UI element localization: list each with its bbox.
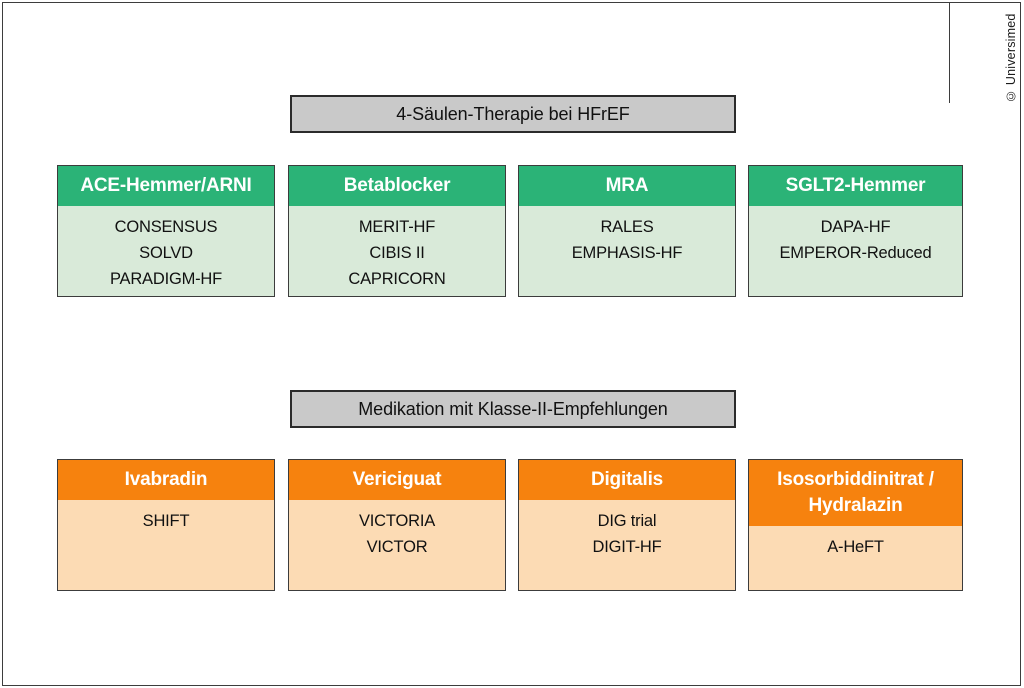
trial-name: RALES — [600, 218, 654, 236]
trial-name: CAPRICORN — [348, 270, 446, 288]
therapy-card-sglt2: SGLT2-Hemmer DAPA-HF EMPEROR-Reduced — [748, 165, 963, 297]
trial-name: DIG trial — [597, 512, 657, 530]
card-header: Vericiguat — [289, 460, 505, 500]
card-body: A-HeFT — [749, 526, 962, 590]
card-body: DAPA-HF EMPEROR-Reduced — [749, 206, 962, 296]
therapy-card-isdn-hydralazin: Isosorbiddinitrat / Hydralazin A-HeFT — [748, 459, 963, 591]
copyright-label: © Universimed — [1004, 13, 1018, 103]
trial-name: EMPHASIS-HF — [571, 244, 683, 262]
card-header: Digitalis — [519, 460, 735, 500]
card-header: Isosorbiddinitrat / Hydralazin — [749, 460, 962, 526]
trial-name: SHIFT — [142, 512, 190, 530]
therapy-card-digitalis: Digitalis DIG trial DIGIT-HF — [518, 459, 736, 591]
class2-row: Ivabradin SHIFT Vericiguat VICTORIA VICT… — [57, 459, 967, 591]
trial-name: VICTOR — [366, 538, 428, 556]
card-header: ACE-Hemmer/ARNI — [58, 166, 274, 206]
pillar-row: ACE-Hemmer/ARNI CONSENSUS SOLVD PARADIGM… — [57, 165, 967, 297]
card-body: DIG trial DIGIT-HF — [519, 500, 735, 590]
card-body: VICTORIA VICTOR — [289, 500, 505, 590]
trial-name: A-HeFT — [827, 538, 884, 556]
trial-name: DAPA-HF — [820, 218, 891, 236]
trial-name: VICTORIA — [358, 512, 436, 530]
trial-name: PARADIGM-HF — [109, 270, 223, 288]
copyright-separator-line — [949, 3, 950, 103]
section-title-class2: Medikation mit Klasse-II-Empfehlungen — [290, 390, 736, 428]
trial-name: DIGIT-HF — [592, 538, 662, 556]
therapy-card-ace-arni: ACE-Hemmer/ARNI CONSENSUS SOLVD PARADIGM… — [57, 165, 275, 297]
card-header: SGLT2-Hemmer — [749, 166, 962, 206]
trial-name: SOLVD — [139, 244, 193, 262]
therapy-card-mra: MRA RALES EMPHASIS-HF — [518, 165, 736, 297]
card-body: MERIT-HF CIBIS II CAPRICORN — [289, 206, 505, 296]
trial-name: CONSENSUS — [114, 218, 218, 236]
trial-name: MERIT-HF — [358, 218, 436, 236]
therapy-card-vericiguat: Vericiguat VICTORIA VICTOR — [288, 459, 506, 591]
card-body: SHIFT — [58, 500, 274, 590]
card-header: MRA — [519, 166, 735, 206]
card-header: Betablocker — [289, 166, 505, 206]
card-body: CONSENSUS SOLVD PARADIGM-HF — [58, 206, 274, 296]
therapy-card-ivabradin: Ivabradin SHIFT — [57, 459, 275, 591]
trial-name: EMPEROR-Reduced — [779, 244, 932, 262]
card-header: Ivabradin — [58, 460, 274, 500]
trial-name: CIBIS II — [369, 244, 425, 262]
therapy-card-betablocker: Betablocker MERIT-HF CIBIS II CAPRICORN — [288, 165, 506, 297]
section-title-pillars: 4-Säulen-Therapie bei HFrEF — [290, 95, 736, 133]
card-body: RALES EMPHASIS-HF — [519, 206, 735, 296]
